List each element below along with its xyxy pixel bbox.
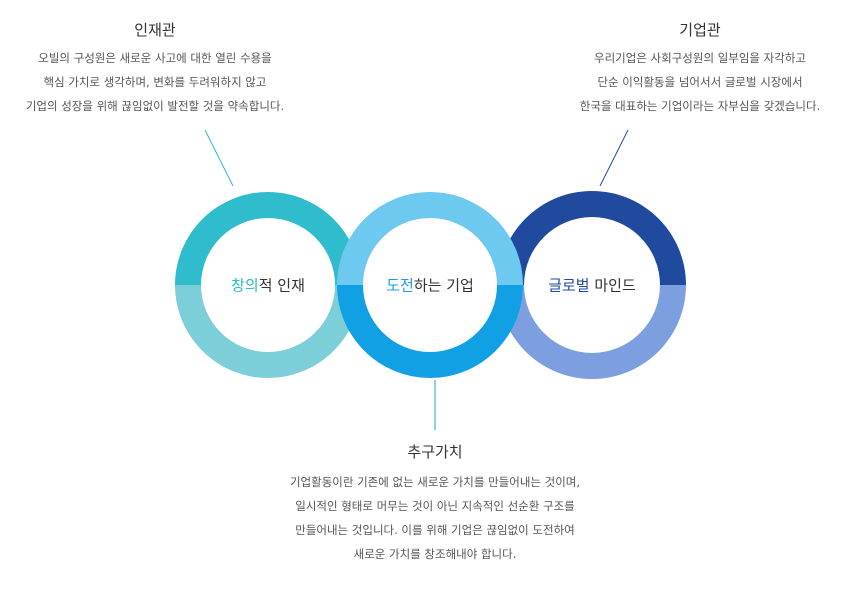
ring-label-creative: 창의적 인재 [231,275,305,296]
pursued-value-line: 기업활동이란 기존에 없는 새로운 가치를 만들어내는 것이며, [289,475,581,489]
company-view-block: 기업관 우리기업은 사회구성원의 일부임을 자각하고 단순 이익활동을 넘어서서… [555,20,845,118]
ring-challenge-top-half [337,192,523,285]
ring-label-challenge-rest: 하는 기업 [413,276,474,295]
company-view-line: 우리기업은 사회구성원의 일부임을 자각하고 [594,51,806,65]
ring-creative-talent [175,192,361,378]
ring-label-challenge: 도전하는 기업 [386,275,474,296]
pursued-value-line: 만들어내는 것입니다. 이를 위해 기업은 끊임없이 도전하여 [295,523,575,537]
ring-creative-top-half [175,192,361,285]
pursued-value-line: 새로운 가치를 창조해내야 합니다. [353,547,517,561]
pursued-value-line: 일시적인 형태로 머무는 것이 아닌 지속적인 선순환 구조를 [295,499,575,513]
ring-challenging-company [337,192,523,378]
company-view-title: 기업관 [679,21,721,39]
connector-line-left [204,129,234,187]
pursued-value-block: 추구가치 기업활동이란 기존에 없는 새로운 가치를 만들어내는 것이며, 일시… [230,442,640,566]
talent-view-line: 오빌의 구성원은 새로운 사고에 대한 열린 수용을 [38,51,272,65]
talent-view-line: 핵심 가치로 생각하며, 변화를 두려워하지 않고 [43,75,267,89]
pursued-value-title: 추구가치 [407,443,463,461]
ring-global-top-half [498,191,686,285]
ring-label-challenge-highlight: 도전 [386,276,414,295]
ring-global-bottom-half [498,285,686,379]
ring-label-global-rest: 마인드 [589,276,636,295]
ring-label-global: 글로벌 마인드 [548,275,636,296]
ring-label-global-highlight: 글로벌 [548,276,590,295]
ring-creative-bottom-half [175,285,361,378]
ring-challenge-bottom-half [337,285,523,378]
company-view-line: 한국을 대표하는 기업이라는 자부심을 갖겠습니다. [579,99,821,113]
ring-label-creative-highlight: 창의 [231,276,259,295]
talent-view-block: 인재관 오빌의 구성원은 새로운 사고에 대한 열린 수용을 핵심 가치로 생각… [0,20,310,118]
talent-view-line: 기업의 성장을 위해 끊임없이 발전할 것을 약속합니다. [25,99,285,113]
ring-label-creative-rest: 적 인재 [258,276,305,295]
connector-line-right [599,129,629,187]
company-view-line: 단순 이익활동을 넘어서서 글로벌 시장에서 [597,75,803,89]
talent-view-title: 인재관 [134,21,176,39]
ring-global-mind [498,191,686,379]
